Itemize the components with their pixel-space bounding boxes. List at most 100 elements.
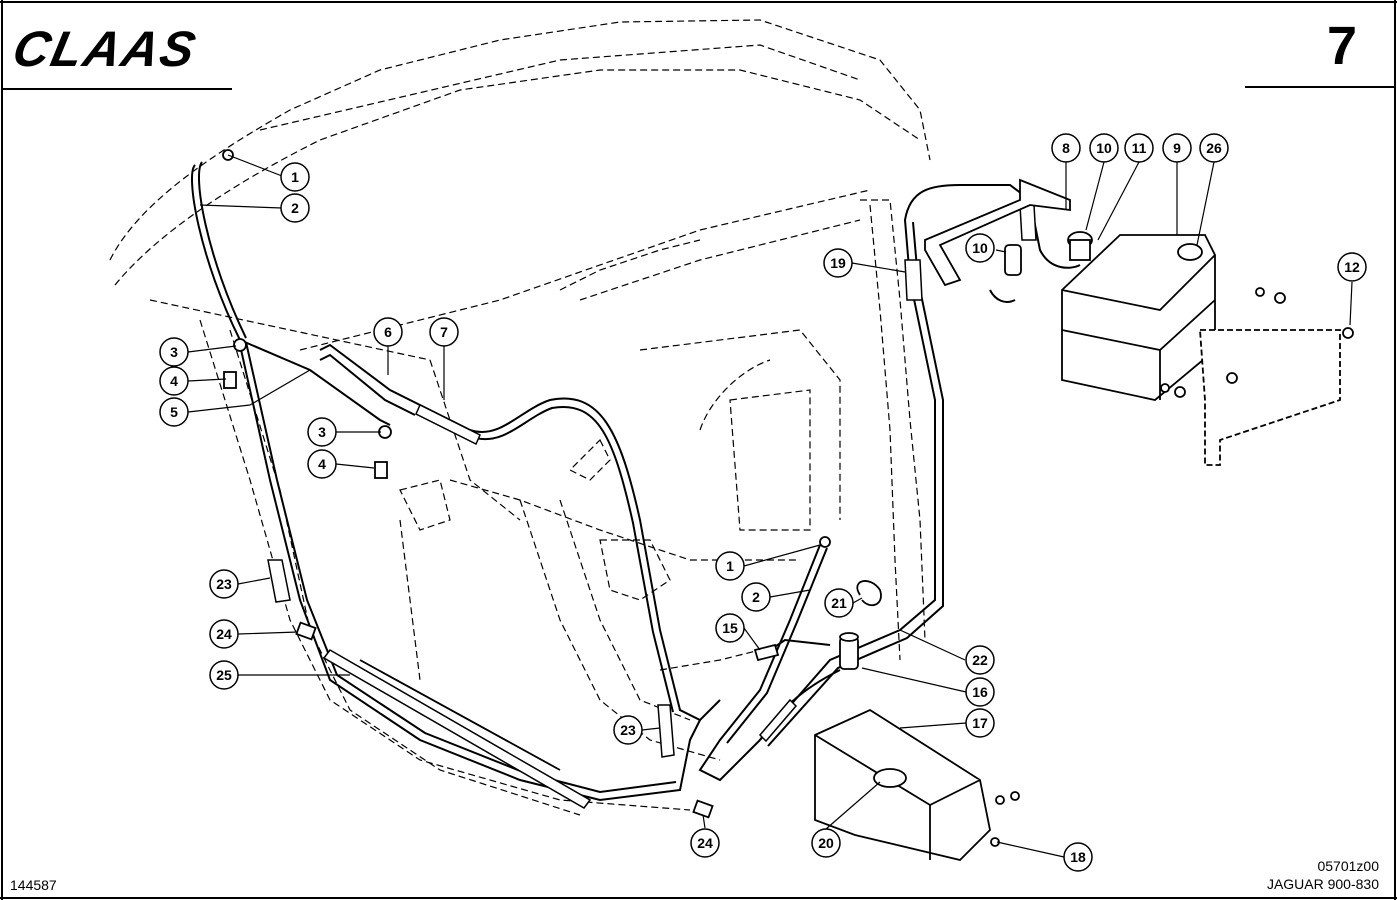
callout-2: 2 <box>280 193 310 223</box>
callout-circle <box>159 397 189 427</box>
callout-1: 1 <box>715 551 745 581</box>
callout-circle <box>209 569 239 599</box>
components <box>222 149 1354 861</box>
callout-label: 10 <box>1096 140 1112 156</box>
callout-label: 19 <box>830 255 846 271</box>
callout-label: 4 <box>318 456 326 472</box>
callout-circle <box>1337 252 1367 282</box>
callout-label: 20 <box>818 835 834 851</box>
callout-7: 7 <box>429 317 459 347</box>
callout-circle <box>1162 133 1192 163</box>
callout-circle <box>613 715 643 745</box>
callout-circle <box>715 613 745 643</box>
callout-circle <box>1063 842 1093 872</box>
callout-label: 23 <box>620 722 636 738</box>
callout-circle <box>280 162 310 192</box>
hose-lines <box>191 161 1081 802</box>
callout-23: 23 <box>613 715 643 745</box>
callout-circle <box>823 248 853 278</box>
callout-3: 3 <box>307 417 337 447</box>
page-number: 7 <box>1326 16 1357 76</box>
callout-circle <box>965 677 995 707</box>
callout-label: 17 <box>972 715 988 731</box>
callout-19: 19 <box>823 248 853 278</box>
callout-circle <box>159 337 189 367</box>
callout-label: 18 <box>1070 849 1086 865</box>
callout-circle <box>811 828 841 858</box>
callout-label: 22 <box>972 652 988 668</box>
callout-label: 21 <box>831 595 847 611</box>
callout-26: 26 <box>1199 133 1229 163</box>
callout-label: 12 <box>1344 259 1360 275</box>
callout-label: 8 <box>1062 140 1070 156</box>
callout-circle <box>1199 133 1229 163</box>
callout-10: 10 <box>1089 133 1119 163</box>
callout-12: 12 <box>1337 252 1367 282</box>
callout-circle <box>824 588 854 618</box>
leader-lines <box>187 154 1353 858</box>
callout-6: 6 <box>373 317 403 347</box>
callout-label: 3 <box>318 424 326 440</box>
callout-label: 4 <box>170 373 178 389</box>
callout-label: 2 <box>291 200 299 216</box>
model-name: JAGUAR 900-830 <box>1266 876 1379 892</box>
callout-circle <box>715 551 745 581</box>
callout-circle <box>307 449 337 479</box>
callout-label: 5 <box>170 404 178 420</box>
callout-circle <box>280 193 310 223</box>
corrugated-sleeves <box>267 204 1037 809</box>
callout-18: 18 <box>1063 842 1093 872</box>
document-number: 144587 <box>10 877 57 893</box>
callout-label: 3 <box>170 344 178 360</box>
callout-label: 2 <box>752 589 760 605</box>
callout-24: 24 <box>690 828 720 858</box>
callout-10: 10 <box>965 233 995 263</box>
callout-circle <box>965 645 995 675</box>
callout-label: 26 <box>1206 140 1222 156</box>
callout-17: 17 <box>965 708 995 738</box>
callout-23: 23 <box>209 569 239 599</box>
callout-circle <box>690 828 720 858</box>
callout-label: 16 <box>972 684 988 700</box>
callout-circle <box>965 708 995 738</box>
callout-21: 21 <box>824 588 854 618</box>
cab-outline <box>109 19 931 816</box>
callout-4: 4 <box>307 449 337 479</box>
callout-20: 20 <box>811 828 841 858</box>
callout-4: 4 <box>159 366 189 396</box>
callout-circle <box>1051 133 1081 163</box>
drawing-reference: 05701z00 JAGUAR 900-830 <box>1267 857 1379 893</box>
callout-8: 8 <box>1051 133 1081 163</box>
callout-2: 2 <box>741 582 771 612</box>
callout-circle <box>307 417 337 447</box>
callout-1: 1 <box>280 162 310 192</box>
callout-circle <box>209 619 239 649</box>
callout-circle <box>1124 133 1154 163</box>
callout-22: 22 <box>965 645 995 675</box>
callout-label: 15 <box>722 620 738 636</box>
callout-label: 24 <box>216 626 232 642</box>
callout-5: 5 <box>159 397 189 427</box>
callout-label: 25 <box>216 667 232 683</box>
callout-label: 9 <box>1173 140 1181 156</box>
callout-label: 7 <box>440 324 448 340</box>
callout-circle <box>1089 133 1119 163</box>
callout-label: 23 <box>216 576 232 592</box>
callout-circle <box>965 233 995 263</box>
callout-label: 11 <box>1132 140 1147 156</box>
callout-label: 1 <box>726 558 734 574</box>
callout-label: 24 <box>697 835 713 851</box>
callout-circle <box>429 317 459 347</box>
callout-25: 25 <box>209 660 239 690</box>
callout-24: 24 <box>209 619 239 649</box>
callout-11: 11 <box>1124 133 1154 163</box>
callout-circle <box>159 366 189 396</box>
callout-9: 9 <box>1162 133 1192 163</box>
callout-label: 6 <box>384 324 392 340</box>
drawing-code: 05701z00 <box>1317 858 1379 874</box>
callout-16: 16 <box>965 677 995 707</box>
